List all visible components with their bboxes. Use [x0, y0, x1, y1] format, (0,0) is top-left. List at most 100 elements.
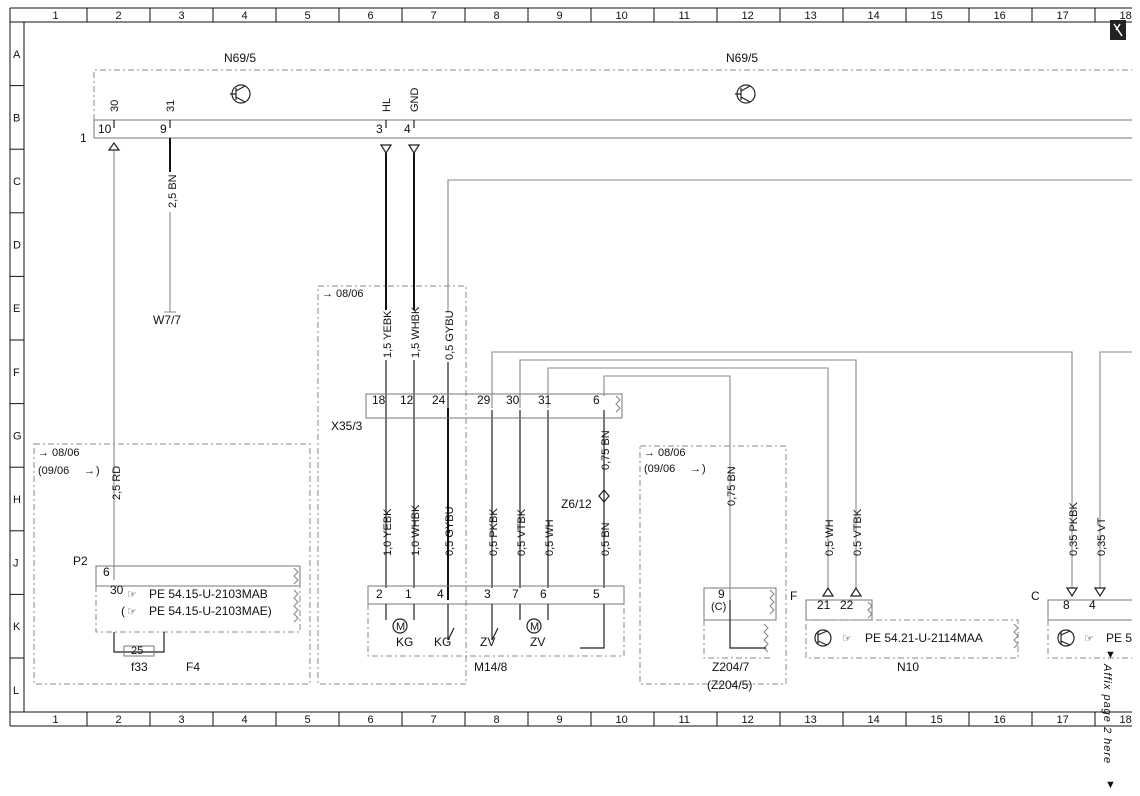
scissors-icon: [1110, 20, 1126, 40]
pin-10-label: 10: [98, 122, 112, 136]
arrow-icon: →: [690, 463, 701, 475]
z204-paren-label: (Z204/5): [707, 678, 752, 692]
grid-col-label-bottom: 3: [179, 714, 185, 726]
wires: [107, 138, 1132, 600]
n10-module: F 21 22 ☞ PE 54.21-U-2114MAA N10: [790, 589, 1019, 674]
grid-col-label-top: 13: [805, 10, 817, 22]
wire-05pkbk-label: 0,5 PKBK: [488, 508, 500, 556]
wire-035pkbk-label: 0,35 PKBK: [1068, 502, 1080, 556]
f-label: F: [790, 589, 797, 603]
affix-note: Affix page 2 here: [1101, 663, 1113, 764]
f33-label: f33: [131, 660, 148, 674]
transistor-icon: [735, 84, 756, 104]
c-pin-8: 8: [1063, 598, 1070, 612]
z204-pin-c: (C): [711, 601, 726, 613]
line-number-label: 1: [80, 131, 87, 145]
p2-label: P2: [73, 554, 88, 568]
grid-col-label-bottom: 12: [742, 714, 754, 726]
grid-col-label-top: 7: [431, 10, 437, 22]
m148-pin-3: 3: [484, 587, 491, 601]
m148-pin-4: 4: [437, 587, 444, 601]
f33-rating: 25: [131, 645, 143, 657]
pin-gnd-label: GND: [409, 88, 421, 113]
grid-col-label-bottom: 10: [616, 714, 628, 726]
grid-col-label-top: 10: [616, 10, 628, 22]
triangle-icon: ▼: [1105, 649, 1116, 661]
grid-col-label-top: 17: [1057, 10, 1069, 22]
grid-col-label-bottom: 2: [116, 714, 122, 726]
zv-label-2: ZV: [530, 635, 545, 649]
x353-pin-30: 30: [506, 393, 520, 407]
n69-right-label: N69/5: [726, 51, 758, 65]
grid-col-label-bottom: 8: [494, 714, 500, 726]
grid-row-label: C: [13, 176, 21, 188]
arrow-icon: →: [84, 465, 95, 477]
arrow-icon: →: [322, 288, 333, 300]
pin-hl-label: HL: [381, 98, 393, 112]
triangle-icon: ▼: [1105, 779, 1116, 791]
n10-pin-22: 22: [840, 598, 854, 612]
grid-col-label-bottom: 17: [1057, 714, 1069, 726]
zv-label-1: ZV: [480, 635, 495, 649]
grid-col-label-bottom: 9: [557, 714, 563, 726]
pe-reference-icon: ☞: [127, 589, 137, 601]
grid-col-label-bottom: 4: [242, 714, 248, 726]
n69-control-unit: N69/5 N69/5 1 30 31 HL GND 10 9 3 4: [80, 51, 1132, 145]
svg-text:M: M: [530, 621, 539, 633]
m148-actuator: 2 1 4 3 7 6 5 M M KG KG ZV ZV M14/8: [367, 585, 625, 674]
svg-text:☞: ☞: [127, 606, 137, 618]
wire-05wh-n10-label: 0,5 WH: [824, 519, 836, 556]
date-0906-z204: (09/06: [644, 463, 675, 475]
w77-ground-label: W7/7: [153, 313, 181, 327]
kg-label-2: KG: [434, 635, 451, 649]
c-pin-4: 4: [1089, 598, 1096, 612]
x353-label: X35/3: [331, 419, 363, 433]
m148-pin-2: 2: [376, 587, 383, 601]
pin-31-label: 31: [165, 100, 177, 112]
grid-col-label-bottom: 11: [679, 714, 690, 726]
paren-close-z204: ): [702, 463, 706, 475]
wire-035vt-label: 0,35 VT: [1096, 517, 1108, 556]
pe-ref-cut: PE 5: [1106, 631, 1132, 645]
x353-pin-24: 24: [432, 393, 446, 407]
pe-ref-2114maa: PE 54.21-U-2114MAA: [865, 631, 983, 645]
diagram-frame: [9, 7, 1132, 727]
wire-05gybu-bottom-label: 0,5 GYBU: [444, 506, 456, 556]
x353-pin-31: 31: [538, 393, 552, 407]
arrow-icon: →: [38, 447, 49, 459]
pin-9-label: 9: [160, 122, 167, 136]
x353-connector: X35/3 18 12 24 29 30 31 6: [331, 393, 623, 433]
column-ticks: 1122334455667788991010111112121313141415…: [53, 8, 1132, 726]
motor-icon: M: [392, 618, 408, 634]
c-module: C 8 4 ☞ PE 5: [1031, 589, 1132, 659]
n10-label: N10: [897, 660, 919, 674]
pe-reference-icon: ☞: [842, 633, 852, 645]
grid-row-label: E: [13, 303, 20, 315]
transistor-icon: [1057, 629, 1075, 647]
date-0906-left: (09/06: [38, 465, 69, 477]
svg-text:☞: ☞: [1084, 633, 1094, 645]
arrow-icon: →: [644, 447, 655, 459]
grid-col-label-bottom: 18: [1120, 714, 1132, 726]
grid-col-label-top: 2: [116, 10, 122, 22]
x353-pin-29: 29: [477, 393, 491, 407]
m148-pin-7: 7: [512, 587, 519, 601]
m148-pin-1: 1: [405, 587, 412, 601]
m148-pin-6: 6: [540, 587, 547, 601]
n10-pin-21: 21: [817, 598, 831, 612]
wire-15yebk-label: 1,5 YEBK: [382, 310, 394, 358]
grid-col-label-top: 9: [557, 10, 563, 22]
pe-reference-icon: ☞: [127, 606, 137, 618]
paren-close-left: ): [96, 465, 100, 477]
date-0806-left: 08/06: [52, 447, 80, 459]
f4-label: F4: [186, 660, 200, 674]
svg-text:M: M: [396, 621, 405, 633]
wire-05vtbk-n10-label: 0,5 VTBK: [852, 508, 864, 556]
grid-row-label: J: [13, 558, 19, 570]
grid-col-label-bottom: 6: [368, 714, 374, 726]
x353-pin-12: 12: [400, 393, 414, 407]
grid-col-label-top: 5: [305, 10, 311, 22]
pe-ref-2103mab: PE 54.15-U-2103MAB: [149, 587, 268, 601]
